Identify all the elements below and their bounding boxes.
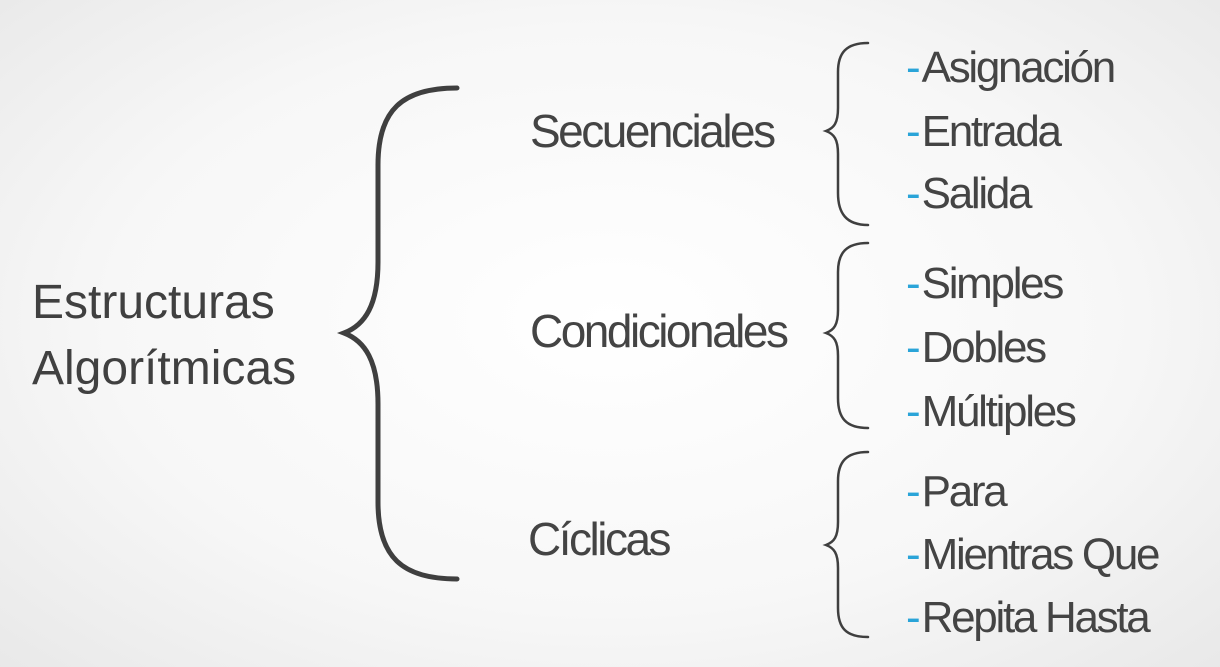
item-entrada: -Entrada	[906, 107, 1062, 156]
item-dash: -	[906, 323, 921, 372]
main-title-line-1: Estructuras	[32, 276, 275, 329]
item-mientras-que: -Mientras Que	[906, 530, 1161, 579]
brace-ciclicas	[822, 450, 870, 639]
item-label: Mientras Que	[921, 530, 1161, 579]
item-multiples: -Múltiples	[906, 387, 1077, 436]
main-brace	[336, 85, 460, 582]
brace-condicionales	[822, 241, 870, 430]
item-label: Simples	[921, 259, 1065, 308]
item-simples: -Simples	[906, 259, 1065, 308]
item-label: Entrada	[921, 107, 1062, 156]
item-dash: -	[906, 169, 921, 218]
main-title: Estructuras Algorítmicas	[32, 270, 296, 402]
item-repita-hasta: -Repita Hasta	[906, 593, 1151, 642]
item-label: Para	[921, 467, 1008, 516]
item-dash: -	[906, 259, 921, 308]
item-salida: -Salida	[906, 169, 1033, 218]
item-dash: -	[906, 593, 921, 642]
item-dash: -	[906, 467, 921, 516]
item-dash: -	[906, 43, 921, 92]
item-dobles: -Dobles	[906, 323, 1047, 372]
item-para: -Para	[906, 467, 1008, 516]
item-label: Salida	[921, 169, 1033, 218]
item-label: Asignación	[921, 43, 1117, 92]
category-secuenciales: Secuenciales	[530, 105, 776, 157]
item-label: Dobles	[921, 323, 1047, 372]
category-ciclicas: Cíclicas	[528, 513, 672, 565]
item-label: Múltiples	[921, 387, 1077, 436]
category-condicionales: Condicionales	[530, 305, 789, 357]
main-title-line-2: Algorítmicas	[32, 342, 297, 395]
item-dash: -	[906, 530, 921, 579]
item-asignacion: -Asignación	[906, 43, 1117, 92]
item-dash: -	[906, 387, 921, 436]
brace-secuenciales	[822, 41, 870, 227]
item-dash: -	[906, 107, 921, 156]
item-label: Repita Hasta	[921, 593, 1151, 642]
